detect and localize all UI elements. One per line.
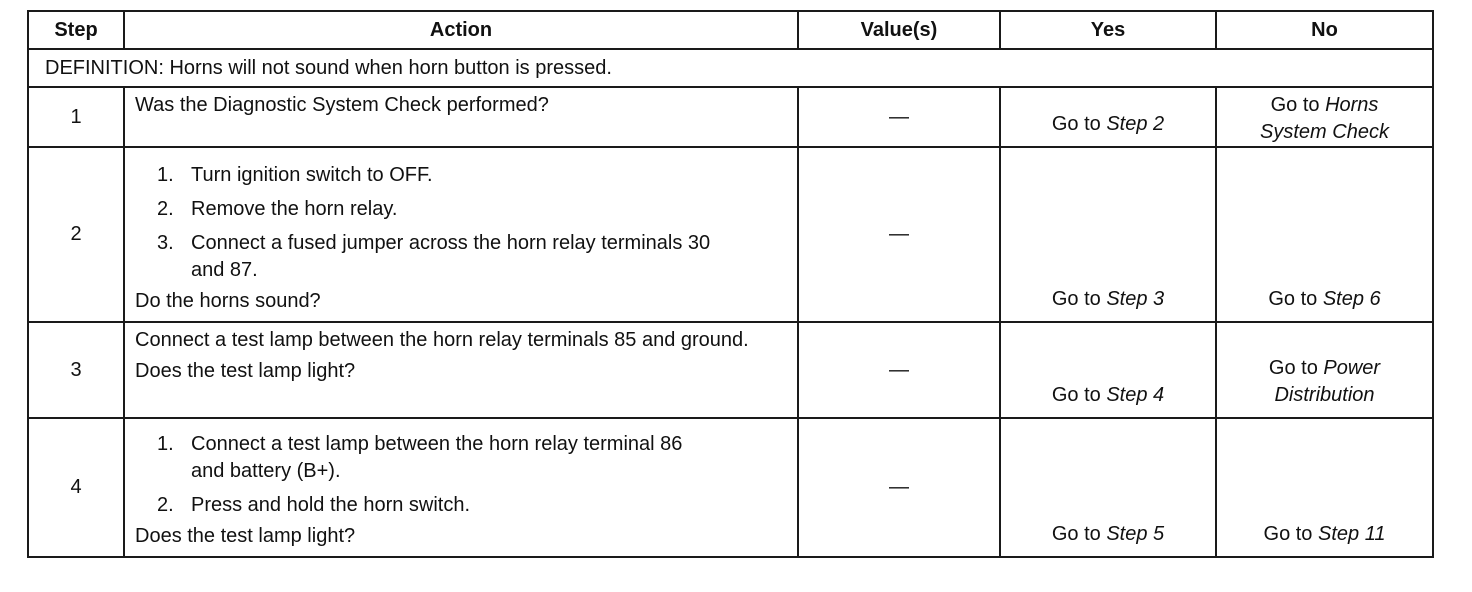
action-text: Connect a test lamp between the horn rel… — [135, 329, 749, 351]
no-cell: Go to Power Distribution — [1215, 321, 1434, 419]
list-item: 2. Press and hold the horn switch. — [135, 492, 787, 519]
list-number: 1. — [157, 164, 174, 186]
definition-row: DEFINITION: Horns will not sound when ho… — [27, 48, 1434, 88]
no-step-link[interactable]: Step 6 — [1322, 288, 1381, 310]
action-question: Does the test lamp light? — [135, 360, 356, 382]
value-cell: — — [797, 146, 1001, 323]
yes-step-link[interactable]: Step 2 — [1106, 113, 1165, 135]
no-prefix: Go to — [1268, 288, 1323, 310]
list-item: 3. Connect a fused jumper across the hor… — [135, 230, 787, 284]
header-action: Action — [123, 10, 799, 50]
action-cell: 1. Connect a test lamp between the horn … — [123, 417, 799, 558]
list-number: 3. — [157, 232, 174, 254]
step-number: 4 — [27, 417, 125, 558]
value-cell: — — [797, 321, 1001, 419]
yes-step-link[interactable]: Step 4 — [1106, 384, 1165, 406]
diagnostic-table: Step Action Value(s) Yes No DEFINITION: … — [27, 10, 1434, 558]
table-row: 4 1. Connect a test lamp between the hor… — [27, 417, 1434, 558]
no-prefix: Go to — [1263, 523, 1318, 545]
value-cell: — — [797, 86, 1001, 148]
action-cell: Was the Diagnostic System Check performe… — [123, 86, 799, 148]
yes-cell: Go to Step 3 — [999, 146, 1217, 323]
no-step-link[interactable]: Step 11 — [1318, 523, 1386, 545]
list-text: Connect a fused jumper across the horn r… — [191, 232, 711, 281]
yes-prefix: Go to — [1051, 523, 1107, 545]
table-row: 2 1. Turn ignition switch to OFF. 2. Rem… — [27, 146, 1434, 323]
yes-prefix: Go to — [1051, 384, 1107, 406]
action-text: Was the Diagnostic System Check performe… — [135, 94, 549, 116]
step-number: 3 — [27, 321, 125, 419]
no-cell: Go to Horns System Check — [1215, 86, 1434, 148]
no-link-line1[interactable]: Power — [1323, 357, 1381, 379]
header-yes: Yes — [999, 10, 1217, 50]
no-link-line2[interactable]: System Check — [1260, 121, 1389, 143]
header-step: Step — [27, 10, 125, 50]
no-link-line1[interactable]: Horns — [1325, 94, 1379, 116]
no-prefix: Go to — [1270, 94, 1326, 116]
action-cell: 1. Turn ignition switch to OFF. 2. Remov… — [123, 146, 799, 323]
list-text: Press and hold the horn switch. — [191, 494, 471, 516]
step-number: 1 — [27, 86, 125, 148]
no-prefix: Go to — [1268, 357, 1324, 379]
list-item: 2. Remove the horn relay. — [135, 196, 787, 223]
yes-cell: Go to Step 4 — [999, 321, 1217, 419]
action-question: Do the horns sound? — [135, 290, 321, 312]
yes-cell: Go to Step 2 — [999, 86, 1217, 148]
list-text: Remove the horn relay. — [191, 198, 398, 220]
header-no: No — [1215, 10, 1434, 50]
list-number: 2. — [157, 494, 174, 516]
header-row: Step Action Value(s) Yes No — [27, 10, 1434, 50]
list-text: Turn ignition switch to OFF. — [191, 164, 433, 186]
table-row: 3 Connect a test lamp between the horn r… — [27, 321, 1434, 419]
step-number: 2 — [27, 146, 125, 323]
list-text: Connect a test lamp between the horn rel… — [191, 433, 683, 482]
value-cell: — — [797, 417, 1001, 558]
no-cell: Go to Step 6 — [1215, 146, 1434, 323]
list-item: 1. Connect a test lamp between the horn … — [135, 431, 787, 485]
yes-prefix: Go to — [1051, 113, 1107, 135]
no-cell: Go to Step 11 — [1215, 417, 1434, 558]
action-question: Does the test lamp light? — [135, 525, 356, 547]
table-row: 1 Was the Diagnostic System Check perfor… — [27, 86, 1434, 148]
yes-cell: Go to Step 5 — [999, 417, 1217, 558]
list-number: 2. — [157, 198, 174, 220]
no-link-line2[interactable]: Distribution — [1274, 384, 1375, 406]
list-item: 1. Turn ignition switch to OFF. — [135, 162, 787, 189]
header-values: Value(s) — [797, 10, 1001, 50]
list-number: 1. — [157, 433, 174, 455]
action-cell: Connect a test lamp between the horn rel… — [123, 321, 799, 419]
yes-step-link[interactable]: Step 5 — [1106, 523, 1165, 545]
yes-prefix: Go to — [1051, 288, 1107, 310]
yes-step-link[interactable]: Step 3 — [1106, 288, 1165, 310]
definition-text: DEFINITION: Horns will not sound when ho… — [27, 48, 1434, 88]
